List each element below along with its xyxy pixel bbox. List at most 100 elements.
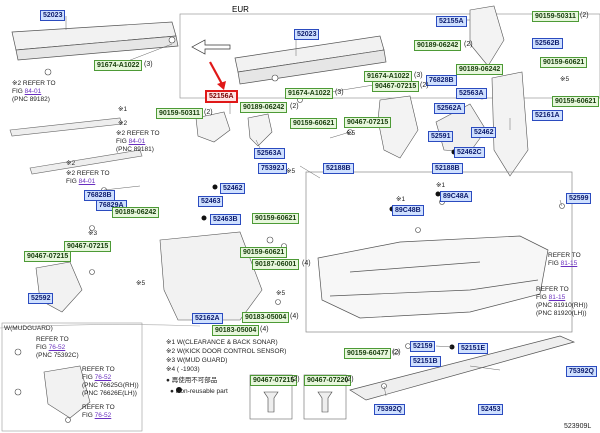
- part-label-90189-06242-a[interactable]: 90189-06242: [414, 40, 462, 51]
- bumper-reinforcement-illustration: [11, 21, 179, 61]
- part-label-52462-b[interactable]: 52462: [220, 183, 246, 194]
- part-label-52151e[interactable]: 52151E: [458, 343, 489, 354]
- part-label-52463[interactable]: 52463: [198, 196, 224, 207]
- reference-link-81-15[interactable]: 81-15: [560, 260, 578, 267]
- mudguard-variant-frame: [1, 322, 143, 432]
- reference-link-76-52[interactable]: 76-52: [48, 344, 66, 351]
- qty-90183-05004-b: (4): [260, 326, 269, 333]
- qty-90159-50311-a: (2): [580, 12, 589, 19]
- part-label-52563a-a[interactable]: 52563A: [456, 88, 487, 99]
- bumper-cover-illustration: [317, 235, 549, 319]
- reference-76-52-b: REFER TO FIG 76-52 (PNC 76625G(RH)) (PNC…: [82, 366, 139, 398]
- part-label-76829a[interactable]: 76829A: [96, 200, 127, 211]
- part-label-90187-06001[interactable]: 90187-06001: [252, 259, 300, 270]
- part-label-90189-06242-d[interactable]: 90189-06242: [112, 207, 160, 218]
- part-label-90159-60621-d[interactable]: 90159-60621: [252, 213, 300, 224]
- part-label-90159-60477[interactable]: 90159-60477: [344, 348, 392, 359]
- part-label-52592[interactable]: 52592: [28, 293, 54, 304]
- reference-link-84-01[interactable]: 84-01: [128, 138, 146, 145]
- part-label-52155a[interactable]: 52155A: [436, 16, 467, 27]
- note-mark: ※1: [118, 106, 128, 113]
- reference-link-84-01[interactable]: 84-01: [78, 178, 96, 185]
- part-label-52591[interactable]: 52591: [428, 131, 454, 142]
- reference-76-52-a: REFER TO FIG 76-52 (PNC 75392C): [36, 336, 79, 360]
- reference-prefix: REFER TO FIG: [36, 336, 69, 351]
- part-label-90189-06242-c[interactable]: 90189-06242: [240, 102, 288, 113]
- part-label-90159-60621-e[interactable]: 90159-60621: [240, 247, 288, 258]
- part-label-52453[interactable]: 52453: [478, 404, 504, 415]
- part-label-52156a-highlighted[interactable]: 52156A: [205, 90, 238, 103]
- reference-prefix: REFER TO FIG: [82, 404, 115, 419]
- legend-item: ● 再使用不可部品: [166, 377, 218, 384]
- reference-link-76-52[interactable]: 76-52: [94, 374, 112, 381]
- legend-item: ● Non-reusable part: [170, 388, 228, 395]
- wave-divider: [0, 324, 201, 329]
- note-mark: ※5: [286, 168, 296, 175]
- reference-link-76-52[interactable]: 76-52: [94, 412, 112, 419]
- part-label-90189-06242-b[interactable]: 90189-06242: [456, 64, 504, 75]
- part-label-52162a[interactable]: 52162A: [192, 313, 223, 324]
- reference-81-15-b: REFER TO FIG 81-15 (PNC 81910(RH)) (PNC …: [536, 286, 588, 318]
- reference-suffix: (PNC 89181): [116, 146, 154, 153]
- part-label-52151b[interactable]: 52151B: [410, 356, 441, 367]
- part-label-89c48a[interactable]: 89C48A: [440, 191, 472, 202]
- part-label-52562b[interactable]: 52562B: [532, 38, 563, 49]
- reference-mark: ※2: [12, 80, 22, 87]
- part-label-75392q-b[interactable]: 75392Q: [374, 404, 405, 415]
- reference-prefix: REFER TO FIG: [82, 366, 115, 381]
- reference-76-52-c: REFER TO FIG 76-52: [82, 404, 115, 420]
- part-label-90467-07215-a[interactable]: 90467-07215: [372, 81, 420, 92]
- part-label-90159-60621-b[interactable]: 90159-60621: [290, 118, 338, 129]
- part-label-90183-05004-b[interactable]: 90183-05004: [212, 325, 260, 336]
- part-label-90467-07215-c[interactable]: 90467-07215: [24, 251, 72, 262]
- part-label-52599[interactable]: 52599: [566, 193, 592, 204]
- direction-arrow: [191, 39, 231, 55]
- part-label-90159-60621-a[interactable]: 90159-60621: [540, 57, 588, 68]
- part-label-90467-07215-e[interactable]: 90467-07215: [250, 375, 298, 386]
- part-label-75392q-a[interactable]: 75392Q: [566, 366, 597, 377]
- part-label-52023-a[interactable]: 52023: [40, 10, 66, 21]
- part-label-91674-a1022-b[interactable]: 91674-A1022: [285, 88, 334, 99]
- note-mark: ※1: [436, 182, 446, 189]
- highlight-arrowhead: [217, 81, 226, 90]
- reference-link-81-15[interactable]: 81-15: [548, 294, 566, 301]
- legend-item: ※1 W(CLEARANCE & BACK SONAR): [166, 339, 278, 346]
- legend-item: ※2 W(KICK DOOR CONTROL SENSOR): [166, 348, 287, 355]
- lower-moulding-illustration: [349, 335, 576, 401]
- part-label-52562a[interactable]: 52562A: [434, 103, 465, 114]
- part-label-90467-07215-b[interactable]: 90467-07215: [344, 117, 392, 128]
- reference-suffix: (PNC 75392C): [36, 352, 79, 359]
- part-label-52563a-b[interactable]: 52563A: [254, 148, 285, 159]
- qty-90189-06242-a: (2): [464, 41, 473, 48]
- reference-prefix: REFER TO FIG: [116, 130, 160, 145]
- qty-90189-06242-c: (2): [290, 103, 299, 110]
- part-label-90159-50311-a[interactable]: 90159-50311: [532, 11, 579, 22]
- part-label-52161a[interactable]: 52161A: [532, 110, 563, 121]
- reference-prefix: REFER TO FIG: [536, 286, 569, 301]
- part-label-52023-b[interactable]: 52023: [294, 29, 320, 40]
- part-label-90467-07220[interactable]: 90467-07220: [304, 375, 352, 386]
- part-label-90183-05004-a[interactable]: 90183-05004: [242, 312, 290, 323]
- part-label-52188b-a[interactable]: 52188B: [323, 163, 354, 174]
- reference-prefix: REFER TO FIG: [66, 170, 110, 185]
- part-label-89c48b[interactable]: 89C48B: [392, 205, 424, 216]
- part-label-52159[interactable]: 52159: [410, 341, 436, 352]
- part-label-75392j[interactable]: 75392J: [258, 163, 288, 174]
- part-label-52462-a[interactable]: 52462: [471, 127, 497, 138]
- reference-mark: ※2: [116, 130, 126, 137]
- part-label-76828b-a[interactable]: 76828B: [426, 75, 457, 86]
- part-label-52462c[interactable]: 52462C: [454, 147, 485, 158]
- part-label-52188b-b[interactable]: 52188B: [432, 163, 463, 174]
- note-mark: ※5: [560, 76, 570, 83]
- part-label-90159-60621-c[interactable]: 90159-60621: [552, 96, 600, 107]
- qty-90159-50311-b: (2): [204, 109, 213, 116]
- mudguard-section-title: W(MUDGUARD): [4, 325, 53, 332]
- part-label-90159-50311-b[interactable]: 90159-50311: [156, 108, 203, 119]
- eur-region-frame: [179, 13, 600, 99]
- part-label-91674-a1022-a[interactable]: 91674-A1022: [94, 60, 143, 71]
- part-label-90467-07215-d[interactable]: 90467-07215: [64, 241, 112, 252]
- legend-item: ※3 W(MUD GUARD): [166, 357, 228, 364]
- reference-suffix: (PNC 89182): [12, 96, 50, 103]
- part-label-52463b[interactable]: 52463B: [210, 214, 241, 225]
- reference-link-84-01[interactable]: 84-01: [24, 88, 42, 95]
